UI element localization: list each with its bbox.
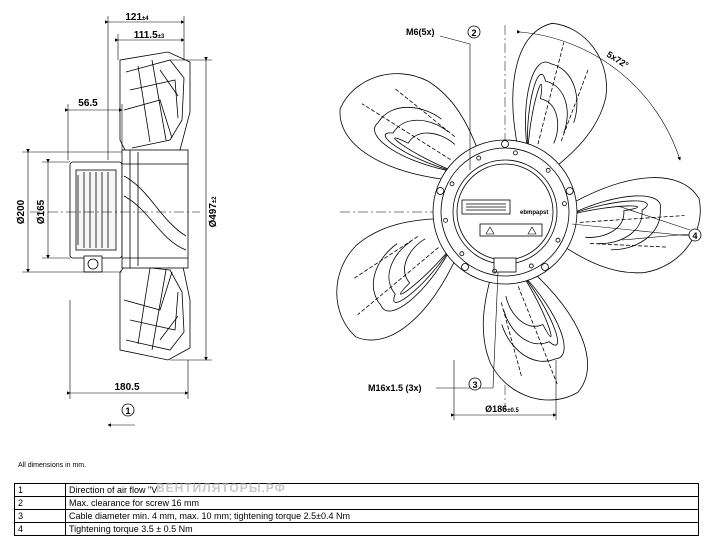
hub-bolt <box>528 263 534 269</box>
side-view-upper-blades <box>119 51 191 157</box>
mounting-hole <box>541 263 549 271</box>
callout-1-circle <box>121 403 135 417</box>
legend-row: 4 Tightening torque 3.5 ± 0.5 Nm <box>14 522 699 536</box>
hub-bolt <box>449 181 455 187</box>
callout-2: 2 <box>471 28 476 38</box>
units-note: All dimensions in mm. <box>18 462 87 469</box>
front-view <box>336 22 701 420</box>
legend-row: 2 Max. clearance for screw 16 mm <box>14 496 699 510</box>
mounting-hole <box>565 187 574 195</box>
label-dia186: Ø186±0.5 <box>485 404 519 414</box>
label-m6: M6(5x) <box>406 27 435 37</box>
label-angle: 5x72° <box>605 49 631 70</box>
technical-drawing: 121±4 111.5±3 56.5 Ø200 Ø165 Ø497±2 180.… <box>16 12 702 427</box>
legend-number: 3 <box>14 509 66 523</box>
legend-body: 1 Direction of air flow "V" 2 Max. clear… <box>14 483 699 536</box>
fan-blade <box>482 268 588 401</box>
dim-56-5: 56.5 <box>78 98 98 109</box>
callout-3: 3 <box>472 380 477 390</box>
legend-text: Tightening torque 3.5 ± 0.5 Nm <box>65 522 699 536</box>
dia-200-label: Ø200 <box>16 199 27 224</box>
callout-3-circle <box>468 377 482 391</box>
legend-table: 1 Direction of air flow "V" 2 Max. clear… <box>14 483 699 536</box>
dim-180-5: 180.5 <box>114 382 139 393</box>
side-view <box>22 16 212 427</box>
hub-bolt <box>443 217 448 223</box>
legend-text: Max. clearance for screw 16 mm <box>65 496 699 510</box>
legend-text: Cable diameter min. 4 mm, max. 10 mm; ti… <box>65 509 699 523</box>
hub-bolt <box>492 268 497 274</box>
callout-2-circle <box>467 25 481 39</box>
dim-width-total: 121±4 <box>125 12 149 23</box>
hub-bolt <box>459 251 465 257</box>
mounting-hole <box>461 263 469 271</box>
callout-4: 4 <box>692 231 697 241</box>
front-view-hub-holes <box>436 140 574 274</box>
fan-blade <box>560 177 701 274</box>
hub-bolt <box>555 237 561 243</box>
brand-label: ebmpapst <box>520 210 548 216</box>
legend-row: 3 Cable diameter min. 4 mm, max. 10 mm; … <box>14 509 699 523</box>
legend-number: 2 <box>14 496 66 510</box>
legend-number: 1 <box>14 483 66 497</box>
legend-row: 1 Direction of air flow "V" <box>14 483 699 497</box>
mounting-hole <box>436 187 445 195</box>
callout-4-circle <box>688 228 702 242</box>
mounting-hole <box>501 140 509 148</box>
dia-165-label: Ø165 <box>36 199 47 224</box>
front-view-hub <box>432 139 578 285</box>
hub-bolt <box>562 201 567 207</box>
label-m16: M16x1.5 (3x) <box>368 383 422 393</box>
side-view-hub <box>69 149 189 273</box>
watermark: ВЕНТИЛЯТОРЫ.РФ <box>156 481 286 495</box>
dim-width-inner: 111.5±3 <box>134 30 165 41</box>
fan-blade <box>336 218 460 341</box>
legend-number: 4 <box>14 522 66 536</box>
fan-blade <box>339 73 480 181</box>
hub-bolt <box>545 167 551 173</box>
front-view-dimension-lines <box>436 29 691 420</box>
side-view-dimension-lines <box>22 16 212 427</box>
dia-497-label: Ø497±2 <box>208 196 219 228</box>
side-view-lower-blades <box>119 259 191 361</box>
callout-1: 1 <box>125 406 130 416</box>
hub-bolt <box>476 155 482 161</box>
